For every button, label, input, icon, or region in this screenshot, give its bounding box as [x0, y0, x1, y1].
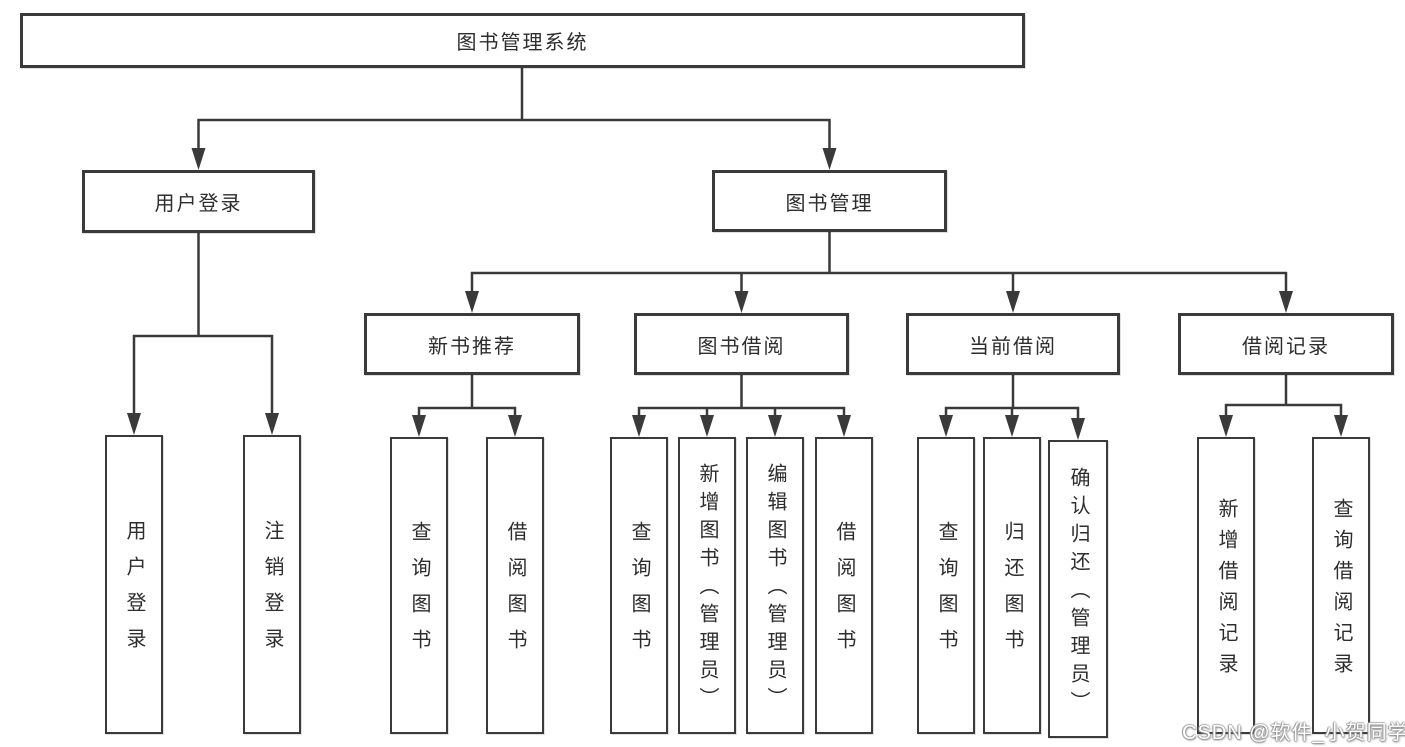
leaf-query-borrow-record: 查询借阅记录 [1312, 437, 1370, 734]
csdn-watermark: CSDN @软件_小贺同学 [1182, 722, 1405, 744]
leaf-borrow-books-1-label: 借阅图书 [504, 520, 526, 665]
leaf-query-books-1: 查询图书 [390, 437, 448, 734]
node-root-label: 图书管理系统 [456, 32, 589, 54]
leaf-query-books-2-label: 查询图书 [628, 520, 650, 665]
connector-root [197, 68, 831, 152]
leaf-edit-books-admin-label: 编辑图书（管理员） [764, 463, 786, 715]
connector-current-borrow [944, 375, 1080, 422]
leaf-return-books: 归还图书 [983, 437, 1041, 734]
leaf-query-books-3-label: 查询图书 [935, 520, 957, 665]
leaf-query-books-1-label: 查询图书 [408, 520, 430, 665]
leaf-logout: 注销登录 [243, 435, 301, 734]
node-book-borrow-label: 图书借阅 [697, 335, 786, 358]
leaf-add-books-admin: 新增图书（管理员） [678, 437, 736, 734]
leaf-user-login: 用户登录 [105, 435, 163, 734]
leaf-borrow-books-2-label: 借阅图书 [833, 520, 855, 665]
node-current-borrow: 当前借阅 [906, 313, 1120, 375]
leaf-return-books-label: 归还图书 [1001, 520, 1023, 665]
leaf-confirm-return-admin-label: 确认归还（管理员） [1067, 466, 1089, 719]
node-new-book-rec-label: 新书推荐 [428, 335, 516, 358]
leaf-query-books-3: 查询图书 [917, 437, 975, 734]
leaf-borrow-books-1: 借阅图书 [486, 437, 544, 734]
node-user-login: 用户登录 [82, 170, 315, 233]
node-borrow-records: 借阅记录 [1178, 313, 1394, 375]
leaf-logout-label: 注销登录 [261, 519, 283, 664]
leaf-add-books-admin-label: 新增图书（管理员） [696, 463, 718, 715]
node-new-book-rec: 新书推荐 [364, 313, 580, 375]
node-book-mgmt-label: 图书管理 [785, 192, 874, 215]
leaf-add-borrow-record: 新增借阅记录 [1197, 437, 1255, 734]
node-user-login-label: 用户登录 [154, 193, 243, 215]
leaf-user-login-label: 用户登录 [123, 519, 145, 664]
connector-user-login [132, 233, 274, 417]
node-book-mgmt: 图书管理 [712, 170, 947, 232]
connector-borrow-records [1224, 375, 1343, 420]
leaf-query-borrow-record-label: 查询借阅记录 [1330, 497, 1352, 684]
node-book-borrow: 图书借阅 [634, 313, 849, 375]
leaf-confirm-return-admin: 确认归还（管理员） [1048, 440, 1108, 738]
node-current-borrow-label: 当前借阅 [969, 335, 1057, 358]
node-root: 图书管理系统 [20, 13, 1025, 68]
leaf-query-books-2: 查询图书 [610, 437, 668, 734]
connector-new-book [417, 375, 517, 420]
connector-book-borrow [637, 375, 846, 420]
leaf-edit-books-admin: 编辑图书（管理员） [746, 437, 804, 734]
leaf-borrow-books-2: 借阅图书 [815, 437, 873, 734]
leaf-add-borrow-record-label: 新增借阅记录 [1215, 497, 1237, 684]
connector-book-mgmt [470, 232, 1288, 295]
node-borrow-records-label: 借阅记录 [1242, 335, 1330, 358]
